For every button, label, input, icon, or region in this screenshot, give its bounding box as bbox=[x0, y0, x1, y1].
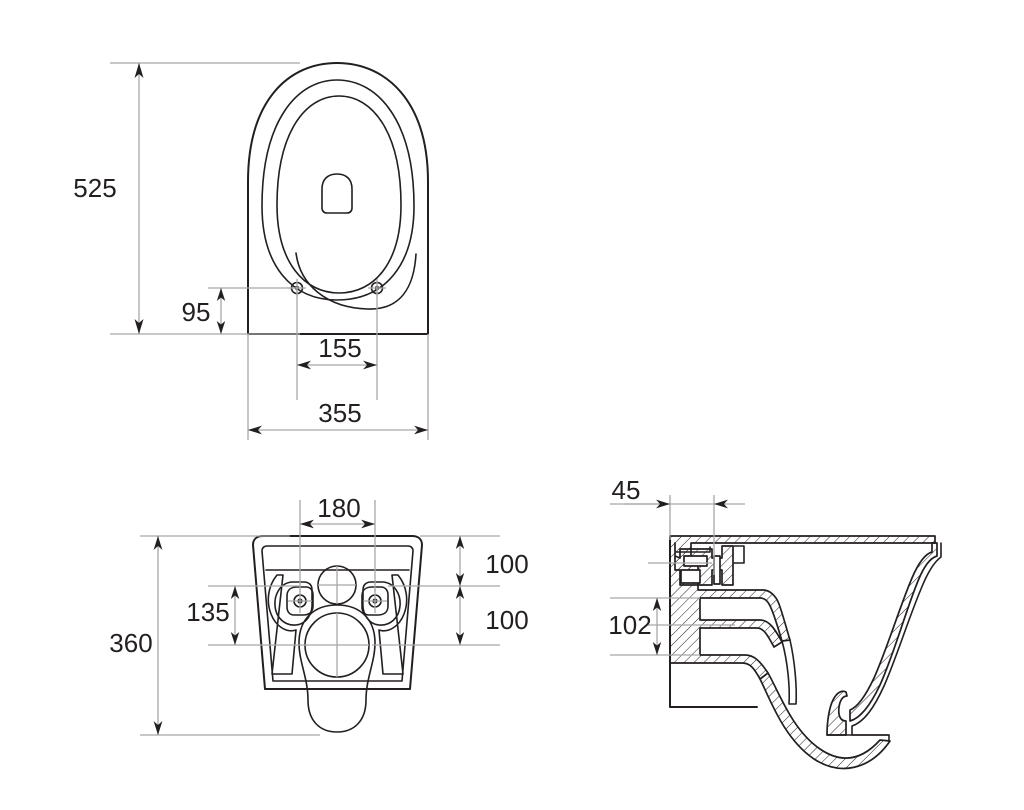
rear-waste-outlet bbox=[304, 612, 370, 678]
dimension-label-155: 155 bbox=[318, 333, 361, 363]
dimension-label-102: 102 bbox=[608, 610, 651, 640]
dimension-label-180: 180 bbox=[317, 493, 360, 523]
dimension-100-top: 100 bbox=[455, 536, 529, 586]
dimension-525: 525 bbox=[73, 63, 144, 334]
rear-bolt-seat-left bbox=[286, 586, 314, 616]
dimension-label-525: 525 bbox=[73, 173, 116, 203]
section-flush-cavity bbox=[683, 555, 708, 567]
rear-lobe-right-outer bbox=[378, 574, 408, 675]
section-bowl-wall-left bbox=[781, 639, 798, 705]
rear-bolt-hole-left bbox=[288, 589, 312, 613]
rear-lobe-left-outer bbox=[267, 574, 297, 675]
section-bowl-skirt-right bbox=[849, 542, 938, 722]
dimension-label-95: 95 bbox=[182, 297, 211, 327]
dimension-label-355: 355 bbox=[318, 398, 361, 428]
section-shelf-line bbox=[733, 545, 745, 564]
dimension-360: 360 bbox=[109, 536, 163, 735]
rear-bolt-seat-right bbox=[361, 586, 389, 616]
dimension-label-100-bottom: 100 bbox=[485, 605, 528, 635]
rear-view-group: 180 360 135 100 bbox=[109, 493, 529, 736]
dimension-100-bottom: 100 bbox=[455, 586, 529, 645]
rear-inner-outline bbox=[261, 545, 414, 682]
seat-outer-outline bbox=[247, 62, 429, 335]
dimension-label-45: 45 bbox=[612, 475, 641, 505]
rear-flush-inlet bbox=[317, 565, 357, 605]
rear-outer-body bbox=[252, 535, 423, 690]
section-trap-bottom bbox=[759, 672, 891, 770]
rear-lobe-right-inner bbox=[362, 581, 401, 626]
section-outer-right-edge bbox=[851, 542, 942, 742]
dimension-45: 45 bbox=[612, 475, 745, 509]
rear-lobe-left-inner bbox=[274, 581, 313, 626]
rear-bolt-hole-right bbox=[363, 589, 387, 613]
dimension-135: 135 bbox=[186, 586, 240, 645]
seat-ring-outer bbox=[261, 79, 415, 301]
bowl-contour-tail bbox=[295, 252, 417, 310]
dimension-155: 155 bbox=[297, 333, 377, 370]
section-view-group: 45 102 bbox=[608, 475, 942, 770]
bowl-opening-outline bbox=[276, 95, 402, 294]
section-right-foot bbox=[826, 690, 848, 736]
dimension-180: 180 bbox=[300, 493, 375, 529]
section-flush-lip bbox=[675, 546, 711, 553]
dimension-102: 102 bbox=[608, 598, 662, 655]
rear-waste-housing bbox=[298, 604, 376, 733]
flush-aperture bbox=[321, 173, 353, 214]
section-flush-cavity-lower bbox=[680, 569, 701, 584]
dimension-95: 95 bbox=[182, 288, 226, 334]
dimension-355: 355 bbox=[248, 398, 428, 435]
top-view-group: 525 95 155 355 bbox=[73, 62, 429, 440]
dimension-label-360: 360 bbox=[109, 628, 152, 658]
dimension-label-135: 135 bbox=[186, 597, 229, 627]
dimension-label-100-top: 100 bbox=[485, 549, 528, 579]
section-flush-cavity-right bbox=[713, 555, 721, 585]
